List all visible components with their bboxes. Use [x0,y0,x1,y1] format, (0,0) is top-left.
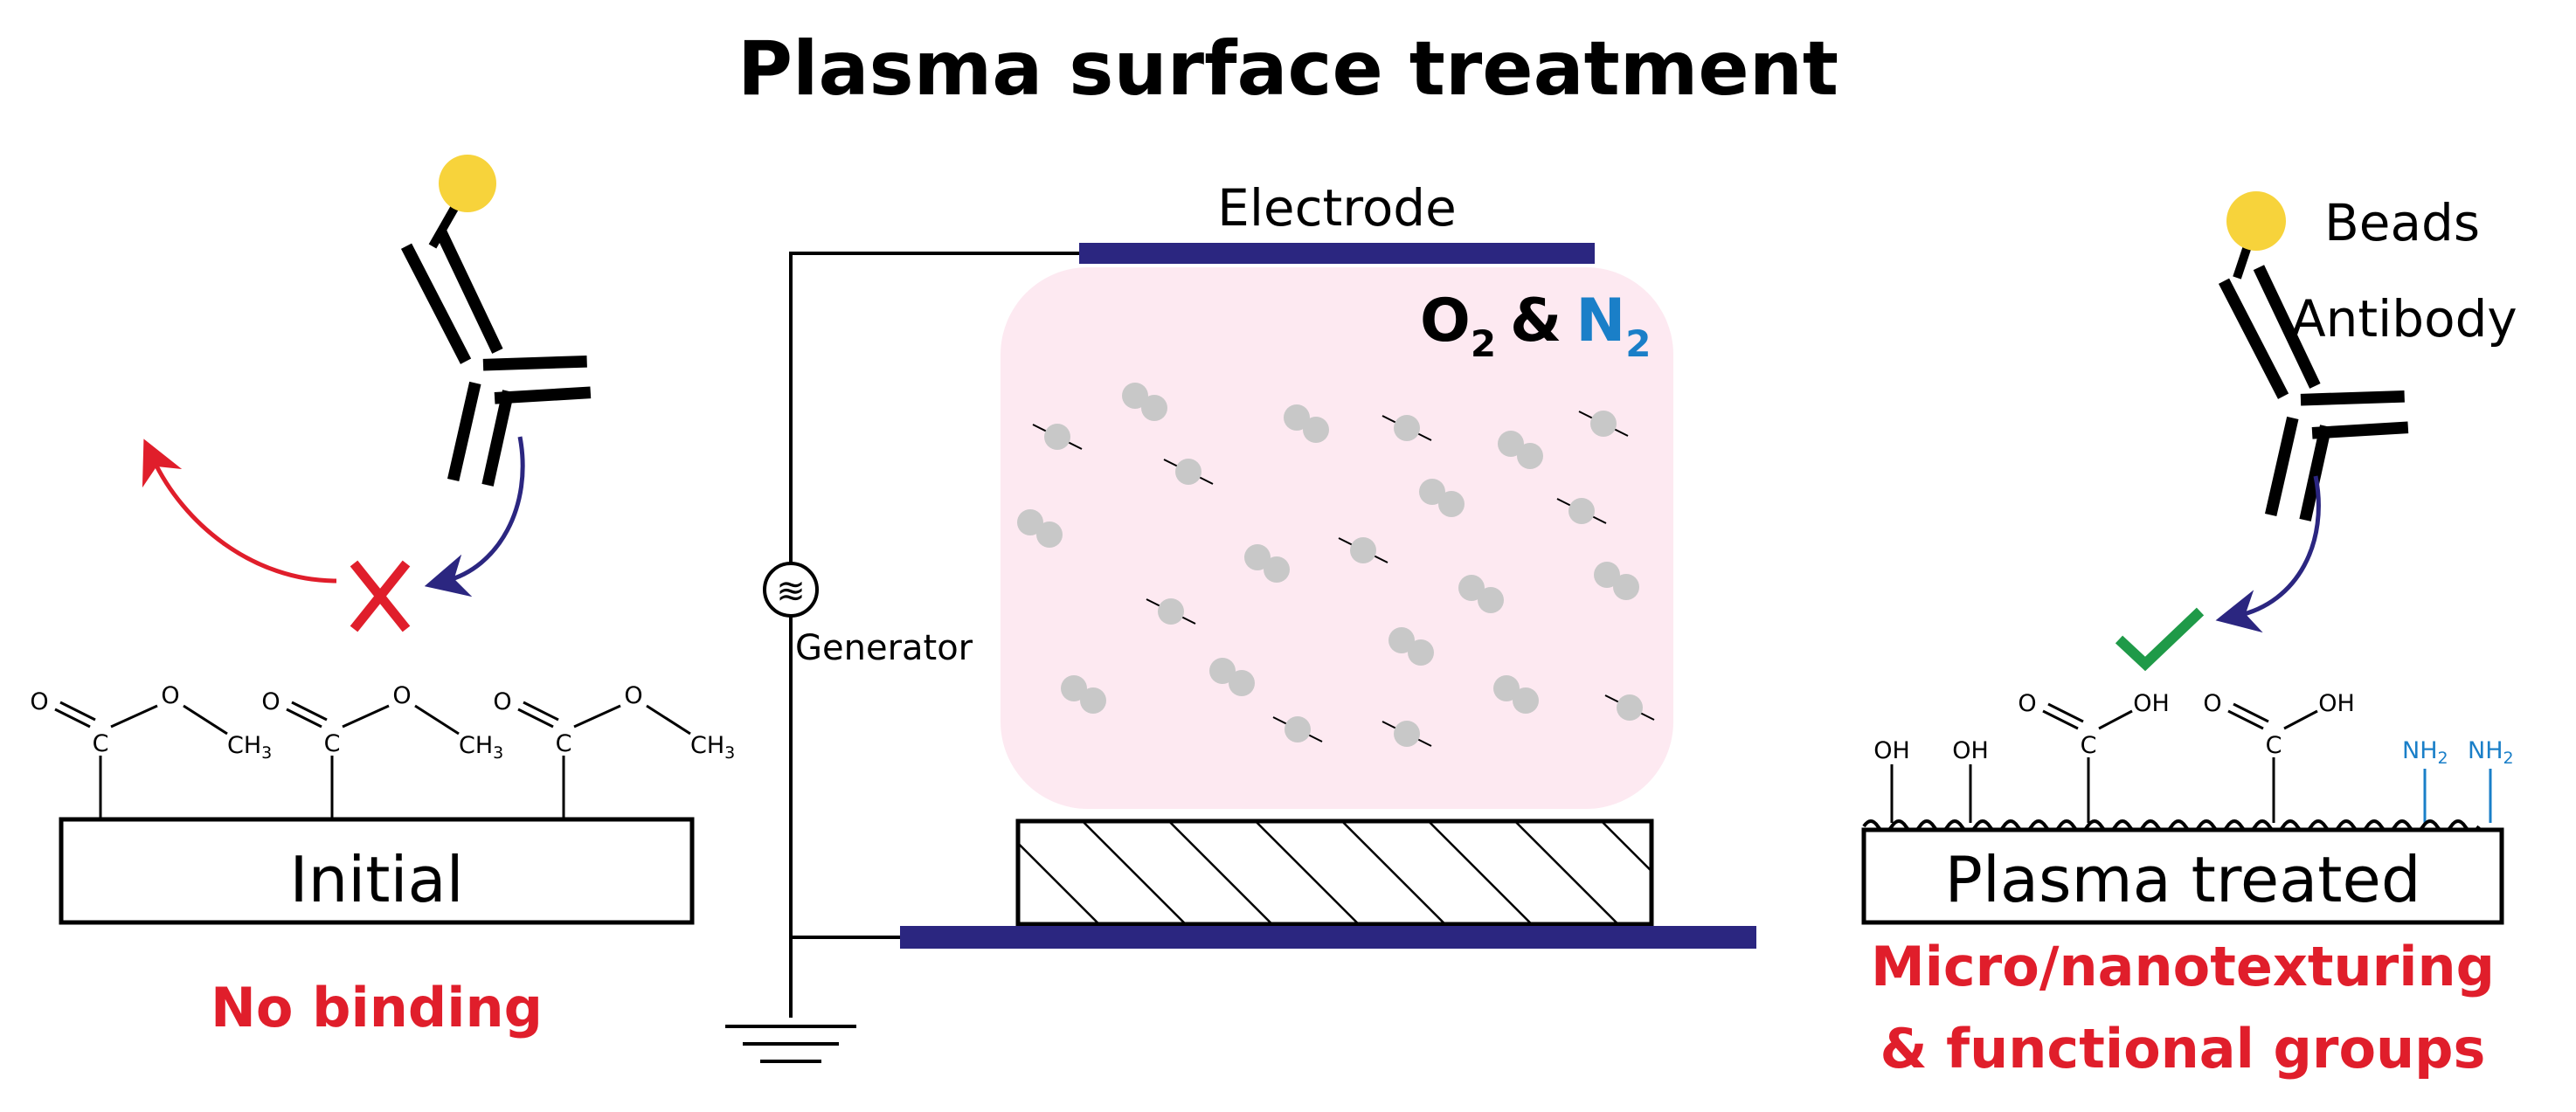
oxygen-label: O [261,688,280,715]
circuit-wire [789,252,1079,1018]
approach-arrow-right [2215,475,2321,633]
gas-molecule [1419,479,1465,517]
gas-molecule [1594,562,1639,600]
generator-label: Generator [795,628,973,668]
beads-label: Beads [2324,193,2480,252]
plasma-ion [1163,459,1214,485]
gas-molecule [1122,383,1167,421]
no-binding-x-icon [350,560,411,632]
gas-molecule [1498,431,1543,469]
treated-panel: Beads Antibody OH OH C O OH C O OH NH2 NH2 Plasma… [1861,191,2517,1081]
methyl-label: CH3 [459,732,503,763]
treated-box-label: Plasma treated [1944,843,2420,916]
oxygen-label: O [30,688,48,715]
plasma-region [1001,267,1673,809]
page-title: Plasma surface treatment [737,25,1839,113]
plasma-ion [1381,721,1432,747]
gas-molecule [1284,404,1329,443]
gas-n-symbol: N [1575,287,1625,356]
ester-group: C O O CH3 [493,682,735,819]
initial-box-label: Initial [289,843,463,916]
antibody-left-icon [400,230,592,487]
repel-arrow [142,439,337,584]
gas-label: O2&N2 [1420,287,1652,365]
gas-molecule [1388,627,1434,666]
plasma-particles [1017,383,1655,747]
binding-check-icon [2115,607,2205,672]
gas-molecule [1493,675,1539,714]
plasma-chamber: Electrode O2&N2 ≋ Generator [725,178,1756,1063]
no-binding-caption: No binding [211,976,543,1039]
gas-o-symbol: O [1420,287,1471,356]
generator-wave-icon: ≋ [776,571,806,611]
oxygen-label: O [392,682,411,709]
carbon-label: C [324,730,341,757]
plasma-ion [1604,694,1655,721]
bead-right [2226,191,2286,251]
electrode-label: Electrode [1217,178,1457,238]
top-electrode [1079,243,1595,264]
oxygen-label: O [493,688,511,715]
carbon-label: C [556,730,572,757]
initial-panel: C O O CH3 C O O CH3 C O O CH3 Initial No binding [30,155,735,1039]
amine-group: NH2 [2468,737,2514,823]
gas-n-sub: 2 [1625,322,1651,365]
plasma-ion [1032,424,1083,450]
plasma-ion [1338,537,1388,563]
amine-group: NH2 [2402,737,2448,823]
plasma-ion [1272,716,1323,742]
gas-molecule [1017,509,1063,548]
treated-caption-line1: Micro/nanotexturing [1871,935,2495,998]
bead-left [439,155,496,212]
gas-molecule [1061,675,1106,714]
svg-text:OH: OH [1873,737,1910,764]
oxygen-label: O [624,682,642,709]
svg-text:OH: OH [2318,690,2355,717]
ester-group: C O O CH3 [261,682,503,819]
antibody-right-icon [2218,265,2409,521]
oxygen-label: O [161,682,179,709]
carboxyl-group: C O OH [2018,690,2170,823]
gas-molecule [1458,575,1504,613]
svg-text:O: O [2018,690,2036,717]
methyl-label: CH3 [690,732,735,763]
svg-text:O2&N2: O2&N2 [1420,287,1652,365]
gas-o-sub: 2 [1471,322,1496,365]
svg-text:O: O [2203,690,2221,717]
plasma-ion [1556,498,1607,524]
svg-text:NH2: NH2 [2402,737,2448,768]
hydroxyl-group: OH [1952,737,1989,823]
functional-groups: OH OH C O OH C O OH NH2 NH2 [1873,690,2514,823]
generator-symbol [763,562,819,618]
svg-text:OH: OH [1952,737,1989,764]
ester-groups: C O O CH3 C O O CH3 C O O CH3 [30,682,735,819]
svg-text:OH: OH [2133,690,2170,717]
svg-text:C: C [2081,732,2097,759]
methyl-label: CH3 [227,732,272,763]
treated-caption-line2: & functional groups [1880,1017,2486,1081]
plasma-ion [1381,415,1432,441]
ground-icon [725,1025,856,1063]
substrate-sample [1015,818,1654,927]
gas-amp: & [1510,287,1562,356]
gas-molecule [1209,658,1255,696]
initial-surface-box [59,817,695,925]
svg-text:NH2: NH2 [2468,737,2514,768]
carboxyl-group: C O OH [2203,690,2355,823]
approach-arrow-left [424,436,525,597]
treated-surface-box [1861,827,2504,925]
ester-group: C O O CH3 [30,682,272,819]
plasma-ion [1146,598,1196,625]
antibody-label: Antibody [2291,289,2517,349]
carbon-label: C [93,730,109,757]
gas-molecule [1244,544,1290,583]
plasma-ion [1578,411,1629,437]
hydroxyl-group: OH [1873,737,1910,823]
svg-text:C: C [2266,732,2282,759]
bottom-electrode [900,926,1756,949]
